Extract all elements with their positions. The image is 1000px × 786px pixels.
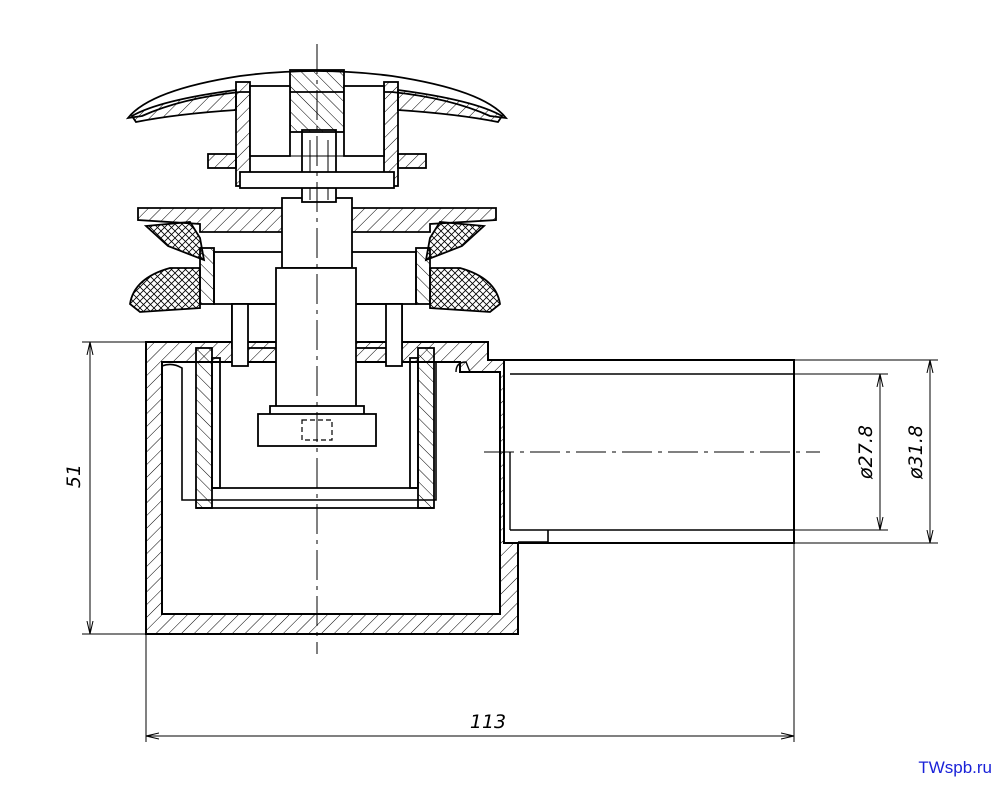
outlet-pipe <box>499 359 795 614</box>
valve-stem <box>257 129 377 447</box>
dimension-height: 51 <box>63 464 85 488</box>
plug-cap <box>125 69 509 189</box>
center-lines <box>316 44 820 654</box>
dimension-outer-diameter: ø31.8 <box>905 425 927 480</box>
dimension-inner-diameter: ø27.8 <box>855 425 877 480</box>
strainer-cup <box>195 347 435 509</box>
dimension-width: 113 <box>470 711 506 733</box>
site-watermark-link[interactable]: TWspb.ru <box>918 758 992 777</box>
flange-assembly <box>129 207 501 367</box>
dimension-lines <box>82 341 938 742</box>
